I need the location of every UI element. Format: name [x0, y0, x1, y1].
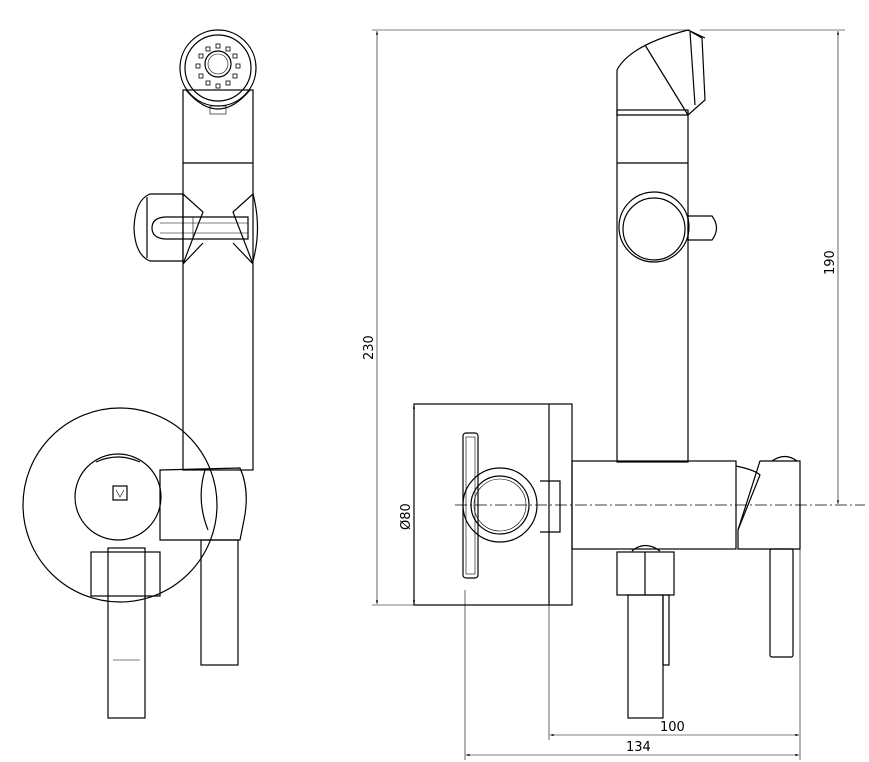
- diverter-knob-side: [618, 191, 718, 263]
- mixer-lever-side: [616, 544, 794, 719]
- dim-projection-total: 134: [626, 740, 651, 755]
- mixer-lever: [107, 547, 146, 719]
- mixer-body: [74, 453, 239, 719]
- dimensions: 230 190 Ø80 100 134: [362, 29, 845, 760]
- dim-outlet-height: 190: [823, 250, 838, 275]
- shower-tube-side: [616, 109, 689, 463]
- diverter-lever: [133, 193, 259, 265]
- wall-flange-side: [413, 403, 573, 606]
- dim-flange-diameter: Ø80: [399, 503, 414, 530]
- dim-overall-height: 230: [362, 335, 377, 360]
- side-view: [413, 29, 865, 719]
- hose-holder: [159, 467, 247, 541]
- shower-tube: [182, 89, 254, 471]
- hose-connector: [737, 460, 801, 550]
- dim-projection-short: 100: [660, 720, 685, 735]
- cross-handle: [462, 432, 561, 579]
- shower-head-side: [616, 29, 706, 116]
- front-view: [22, 29, 259, 719]
- shower-head: [179, 29, 257, 115]
- wall-flange: [22, 407, 218, 603]
